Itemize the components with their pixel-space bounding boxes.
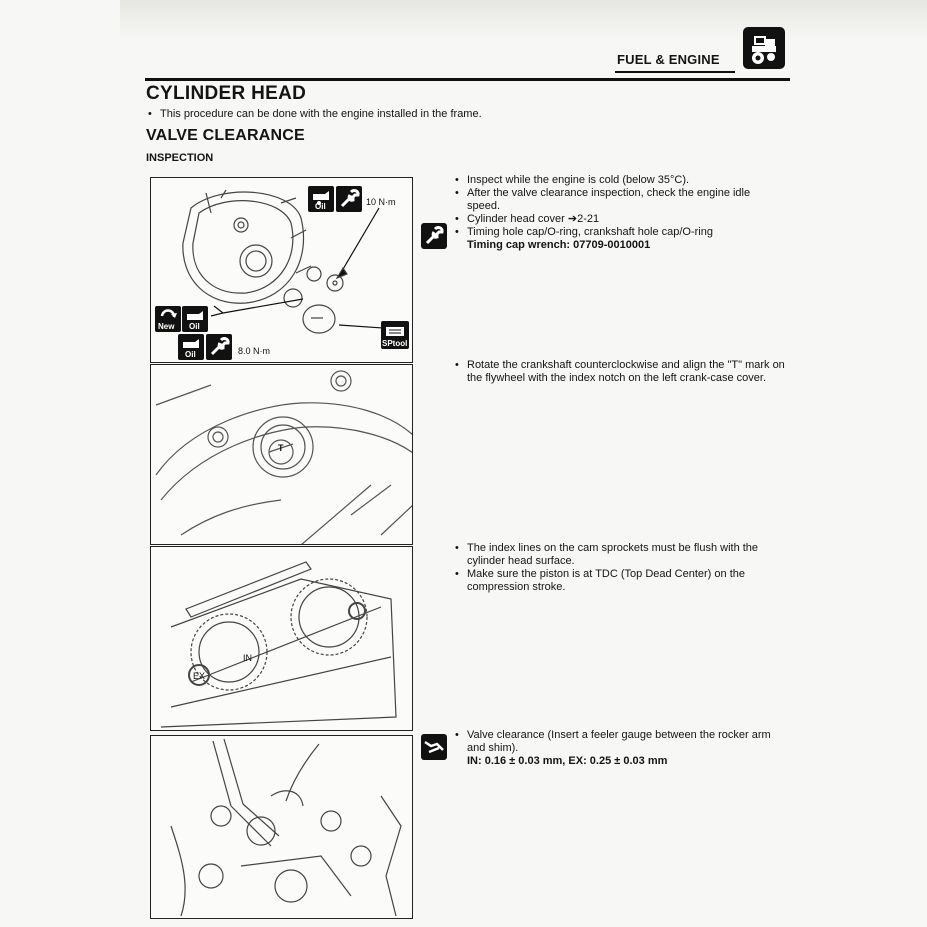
step-2-notes: •Rotate the crankshaft counterclockwise … [455, 359, 785, 385]
ex-label: EX [193, 671, 206, 681]
procedure-heading: INSPECTION [146, 152, 214, 164]
sptool-icon-label: SPtool [382, 339, 408, 348]
oil-icon: Oil [308, 186, 334, 212]
scan-shadow [120, 0, 927, 40]
oil-icon-label: Oil [315, 202, 326, 211]
engine-section-icon [743, 27, 785, 69]
cam-sprocket-illustration [160, 561, 397, 728]
step-3-notes: •The index lines on the cam sprockets mu… [455, 542, 785, 594]
note-item: •Make sure the piston is at TDC (Top Dea… [455, 568, 745, 593]
feeler-gauge-icon [421, 734, 447, 760]
title-rule [145, 78, 790, 81]
bullet: • [148, 108, 152, 120]
note-item: •Cylinder head cover ➔2-21 [455, 213, 600, 225]
oil-icon-label: Oil [185, 350, 196, 359]
figure-timing-caps: 10 N·m 8.0 N·m Oil New Oil Oil SPtool [150, 177, 413, 363]
note-item: •After the valve clearance inspection, c… [455, 187, 751, 212]
figure-cam-sprockets: IN EX [150, 546, 413, 731]
cover-illustration [182, 189, 384, 334]
note-item: •Rotate the crankshaft counterclockwise … [455, 359, 785, 384]
section-title-underline [615, 71, 735, 73]
intro-note: • This procedure can be done with the eng… [148, 108, 482, 120]
new-icon-label: New [158, 322, 175, 331]
feeler-gauge-illustration [170, 738, 402, 917]
in-label: IN [243, 653, 252, 663]
flywheel-illustration [155, 370, 412, 544]
figure-flywheel-mark: T [150, 364, 413, 545]
tool-wrench-icon [421, 223, 447, 249]
valve-clearance-spec: IN: 0.16 ± 0.03 mm, EX: 0.25 ± 0.03 mm [467, 755, 668, 767]
oil-icon-label: Oil [189, 322, 200, 331]
note-item: •Timing hole cap/O-ring, crankshaft hole… [455, 226, 713, 238]
note-item: •The index lines on the cam sprockets mu… [455, 542, 759, 567]
oil-icon: Oil [178, 334, 204, 360]
special-tool-icon: SPtool [381, 321, 409, 349]
section-subtitle: VALVE CLEARANCE [146, 127, 305, 144]
timing-cap-wrench-spec: Timing cap wrench: 07709-0010001 [467, 239, 651, 251]
note-item: •Valve clearance (Insert a feeler gauge … [455, 729, 771, 754]
wrench-icon [336, 186, 362, 212]
step-1-notes: •Inspect while the engine is cold (below… [455, 174, 785, 252]
t-mark-label: T [278, 443, 284, 453]
oil-icon: Oil [182, 306, 208, 332]
step-4-notes: •Valve clearance (Insert a feeler gauge … [455, 729, 785, 768]
wrench-icon [206, 334, 232, 360]
page-title: CYLINDER HEAD [146, 83, 307, 104]
intro-text: This procedure can be done with the engi… [160, 108, 482, 120]
section-title: FUEL & ENGINE [617, 52, 720, 67]
note-item: •Inspect while the engine is cold (below… [455, 174, 690, 186]
torque-upper-label: 10 N·m [366, 197, 396, 207]
new-part-icon: New [155, 306, 181, 332]
figure-feeler-gauge [150, 735, 413, 919]
torque-lower-label: 8.0 N·m [238, 346, 271, 356]
